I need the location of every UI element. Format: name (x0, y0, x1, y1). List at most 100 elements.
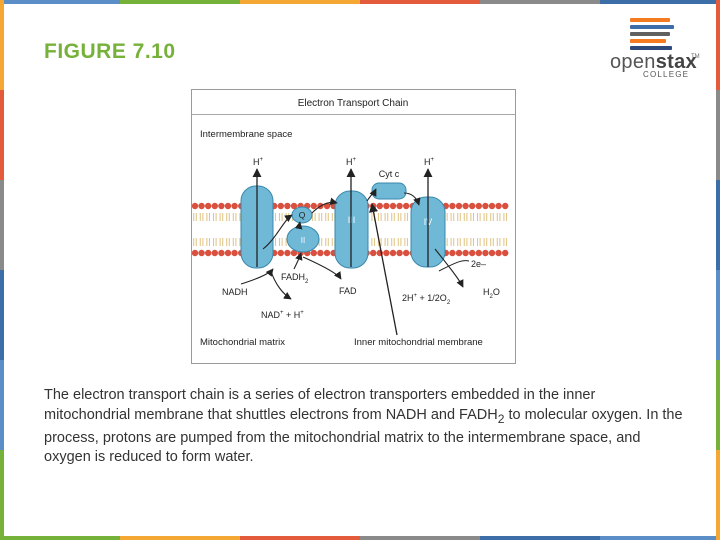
lipid-head (389, 249, 397, 257)
complex-ii-body (286, 225, 320, 253)
edge-segment (0, 180, 4, 270)
edge-segment (716, 450, 720, 540)
edge-segment (0, 90, 4, 180)
oxygen-reaction-label: 2H+ + 1/2O2 (402, 293, 451, 306)
lipid-head (317, 249, 324, 257)
lipid-head (284, 202, 291, 210)
lipid-head (211, 249, 218, 257)
edge-segment (0, 360, 4, 450)
logo-college: COLLEGE (643, 70, 690, 79)
complex-ii: II (286, 225, 320, 253)
lipid-head (475, 202, 482, 210)
edge-segment (480, 0, 600, 4)
electron-arrow-i-to-q (262, 214, 293, 250)
logo-wordmark: openstax (610, 52, 697, 72)
electron-arrow-iii-to-cytc (366, 188, 377, 202)
lipid-head (469, 249, 476, 257)
inner-membrane-pointer (369, 203, 398, 336)
bottom-border-strip (0, 536, 720, 540)
lipid-head (218, 202, 225, 210)
lipid-head (488, 249, 496, 257)
lipid-head (231, 202, 238, 210)
edge-segment (360, 536, 480, 540)
lipid-head (205, 249, 212, 257)
lipid-head (396, 202, 403, 210)
electron-arrow-iv-to-oxygen (434, 248, 464, 288)
lipid-head (205, 202, 212, 210)
lipid-head (383, 202, 390, 210)
logo-bar (630, 32, 670, 36)
lipid-head (449, 202, 456, 210)
electron-transport-chain-figure: Electron Transport Chain Intermembrane s… (191, 89, 516, 364)
lipid-head (323, 202, 331, 210)
lipid-head (462, 202, 469, 210)
inner-membrane-label: Inner mitochondrial membrane (354, 337, 483, 348)
logo-bar (630, 39, 666, 43)
edge-segment (240, 536, 360, 540)
intermembrane-space-label: Intermembrane space (200, 129, 292, 140)
edge-segment (716, 0, 720, 90)
logo-bar (630, 18, 670, 22)
lipid-head (495, 249, 502, 257)
edge-segment (716, 360, 720, 450)
complex-ii-label: II (301, 236, 305, 245)
logo-bar (630, 25, 674, 29)
slide-title: FIGURE 7.10 (44, 40, 176, 63)
electron-path-2e (438, 260, 470, 272)
edge-segment (600, 0, 720, 4)
edge-segment (600, 536, 720, 540)
fadh2-arrow (293, 252, 303, 270)
logo-bars (630, 18, 674, 53)
logo-trademark: TM (691, 54, 700, 60)
edge-segment (0, 536, 120, 540)
edge-segment (0, 270, 4, 360)
nadh-arrow (240, 268, 274, 285)
fad-label: FAD (339, 286, 357, 296)
lipid-head (224, 202, 232, 210)
lipid-head (449, 249, 456, 257)
cyt-c-label: Cyt c (379, 169, 400, 179)
logo-bar (630, 46, 672, 50)
lipid-head (403, 249, 410, 257)
logo-word-open: open (610, 51, 656, 73)
lipid-head (310, 202, 317, 210)
mitochondrial-matrix-label: Mitochondrial matrix (200, 337, 285, 348)
electron-arrow-q-to-iii (311, 197, 338, 214)
edge-segment (120, 0, 240, 4)
lipid-head (376, 202, 383, 210)
lipid-head (482, 249, 489, 257)
edge-segment (480, 536, 600, 540)
lipid-head (277, 202, 284, 210)
lipid-head (218, 249, 225, 257)
cyt-c-body (371, 182, 407, 200)
lipid-head (488, 202, 496, 210)
proton-label-iii: H+ (346, 157, 357, 167)
lipid-head (469, 202, 476, 210)
lipid-head (502, 249, 509, 257)
lipid-head (495, 202, 502, 210)
nadh-label: NADH (222, 287, 248, 297)
lipid-head (455, 249, 463, 257)
lipid-head (290, 202, 298, 210)
lipid-head (396, 249, 403, 257)
proton-label-iv: H+ (424, 157, 435, 167)
electron-arrow-ii-to-q (294, 221, 303, 230)
proton-label-i: H+ (253, 157, 264, 167)
lipid-head (323, 249, 331, 257)
edge-segment (716, 180, 720, 270)
lipid-head (383, 249, 390, 257)
water-label: H2O (483, 287, 500, 300)
lipid-head (482, 202, 489, 210)
diagram-title: Electron Transport Chain (298, 98, 409, 109)
edge-segment (716, 270, 720, 360)
top-border-strip (0, 0, 720, 4)
edge-segment (0, 0, 120, 4)
nad-arrow (270, 270, 292, 300)
lipid-head (475, 249, 482, 257)
lipid-head (224, 249, 232, 257)
lipid-head (198, 249, 205, 257)
edge-segment (360, 0, 480, 4)
left-border-strip (0, 0, 4, 540)
caption-subscript: 2 (497, 411, 505, 426)
q-label: Q (299, 210, 306, 220)
